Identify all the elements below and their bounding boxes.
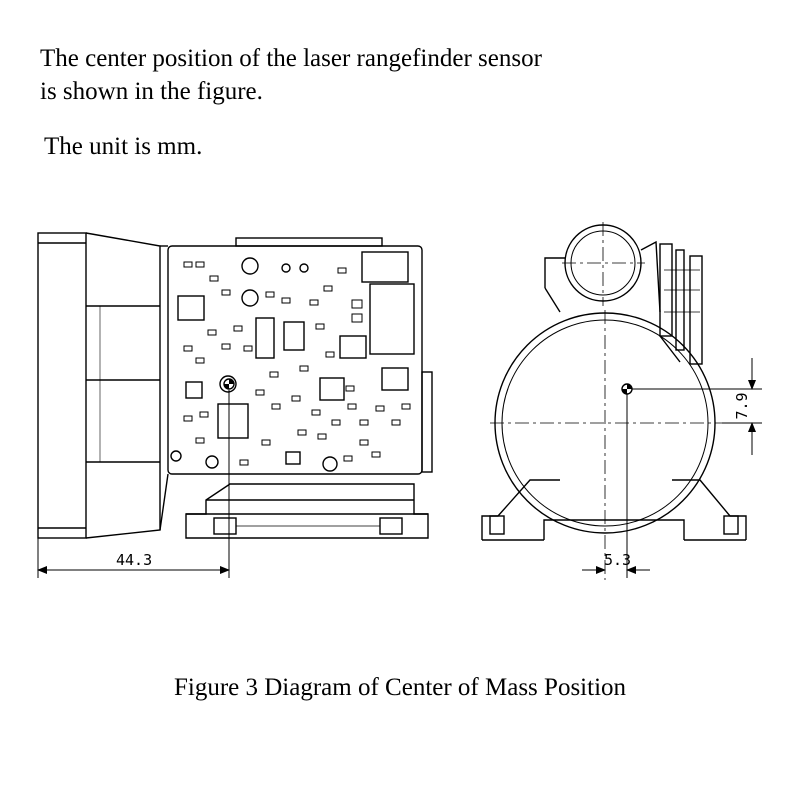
- unit-note: The unit is mm.: [44, 133, 203, 160]
- front-mounting-feet: [481, 479, 747, 541]
- intro-line-1: The center position of the laser rangefi…: [40, 45, 542, 72]
- pcb-board: [159, 237, 433, 531]
- front-center-marker: [621, 383, 633, 395]
- dimension-44-3: [37, 390, 230, 578]
- front-centerlines: [490, 222, 722, 580]
- dimension-7-9: [632, 358, 762, 455]
- lens-barrel: [37, 232, 161, 539]
- front-view: [481, 222, 747, 580]
- board-edge-stack: [659, 243, 703, 365]
- dimension-label-horizontal: 5.3: [604, 551, 631, 569]
- top-tube: [544, 224, 661, 313]
- dimension-5-3: [582, 394, 650, 578]
- intro-line-2: is shown in the figure.: [40, 78, 263, 105]
- figure-caption: Figure 3 Diagram of Center of Mass Posit…: [173, 674, 627, 701]
- mounting-base: [185, 483, 429, 539]
- intro-text: The center position of the laser rangefi…: [40, 42, 542, 108]
- dimension-label-vertical: 7.9: [733, 392, 751, 419]
- side-center-marker: [223, 378, 235, 390]
- dimension-label-length: 44.3: [116, 551, 152, 569]
- side-view: [37, 232, 433, 539]
